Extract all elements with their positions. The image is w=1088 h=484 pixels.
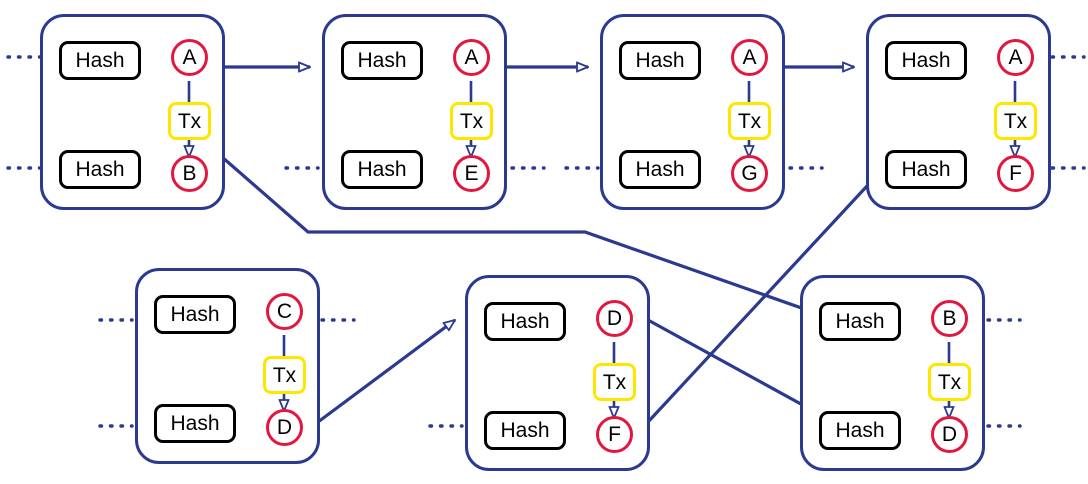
tx-box[interactable]: Tx: [994, 102, 1037, 140]
tx-box[interactable]: Tx: [450, 102, 493, 140]
output-node[interactable]: D: [931, 416, 968, 453]
tx-flow-edge: [468, 342, 653, 474]
input-node[interactable]: A: [997, 39, 1034, 76]
input-node[interactable]: D: [596, 300, 633, 337]
hash-box-bottom: Hash: [341, 150, 423, 189]
hash-box-bottom: Hash: [484, 411, 566, 450]
output-node[interactable]: G: [731, 155, 768, 192]
block-b6[interactable]: Hash Hash D Tx F: [465, 275, 650, 471]
tx-flow-edge: [138, 335, 323, 467]
hash-box-bottom: Hash: [619, 150, 701, 189]
hash-box-top: Hash: [59, 41, 141, 80]
hash-box-bottom: Hash: [154, 404, 236, 443]
hash-box-top: Hash: [341, 41, 423, 80]
output-node[interactable]: B: [171, 155, 208, 192]
input-node[interactable]: B: [931, 300, 968, 337]
input-node[interactable]: A: [731, 39, 768, 76]
hash-box-bottom: Hash: [59, 150, 141, 189]
block-b3[interactable]: Hash Hash A Tx G: [600, 14, 785, 210]
spend-arrow-b5-b6: [317, 320, 455, 424]
tx-flow-edge: [803, 342, 988, 474]
spend-arrow-b6-b7: [647, 318, 830, 422]
tx-flow-edge: [869, 81, 1054, 213]
output-node[interactable]: F: [997, 155, 1034, 192]
block-b1[interactable]: Hash Hash A Tx B: [40, 14, 225, 210]
hash-box-top: Hash: [619, 41, 701, 80]
tx-flow-edge: [603, 81, 788, 213]
input-node[interactable]: A: [453, 39, 490, 76]
tx-flow-edge: [325, 81, 510, 213]
block-b5[interactable]: Hash Hash C Tx D: [135, 268, 320, 464]
input-node[interactable]: C: [266, 293, 303, 330]
tx-box[interactable]: Tx: [593, 363, 636, 401]
output-node[interactable]: E: [453, 155, 490, 192]
tx-box[interactable]: Tx: [168, 102, 211, 140]
tx-box[interactable]: Tx: [928, 363, 971, 401]
block-b7[interactable]: Hash Hash B Tx D: [800, 275, 985, 471]
output-node[interactable]: D: [266, 409, 303, 446]
output-node[interactable]: F: [596, 416, 633, 453]
hash-box-top: Hash: [819, 302, 901, 341]
tx-box[interactable]: Tx: [263, 356, 306, 394]
input-node[interactable]: A: [171, 39, 208, 76]
block-b4[interactable]: Hash Hash A Tx F: [866, 14, 1051, 210]
hash-box-bottom: Hash: [885, 150, 967, 189]
spend-arrow-b6-b4: [646, 172, 880, 424]
hash-box-top: Hash: [154, 295, 236, 334]
hash-box-bottom: Hash: [819, 411, 901, 450]
spend-arrow-b1-b7: [220, 155, 830, 318]
tx-flow-edge: [43, 81, 228, 213]
hash-box-top: Hash: [484, 302, 566, 341]
hash-box-top: Hash: [885, 41, 967, 80]
block-b2[interactable]: Hash Hash A Tx E: [322, 14, 507, 210]
tx-box[interactable]: Tx: [728, 102, 771, 140]
